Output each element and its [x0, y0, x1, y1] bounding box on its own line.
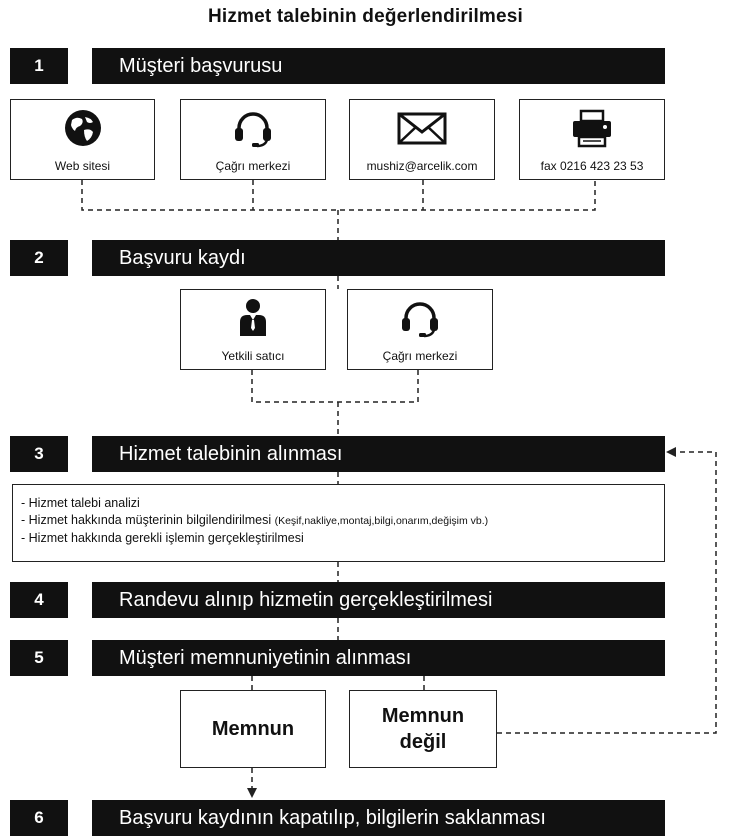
channel-email-card: mushiz@arcelik.com [349, 99, 495, 180]
step-3-label: Hizmet talebinin alınması [92, 436, 665, 472]
step-2-number: 2 [10, 240, 68, 276]
step-2-label: Başvuru kaydı [92, 240, 665, 276]
analysis-item-3: - Hizmet hakkında gerekli işlemin gerçek… [21, 531, 304, 545]
not-satisfied-label-line1: Memnun [381, 705, 465, 727]
registration-dealer-card: Yetkili satıcı [180, 289, 326, 370]
registration-call-center-label: Çağrı merkezi [382, 349, 458, 363]
registration-dealer-label: Yetkili satıcı [221, 349, 285, 363]
analysis-item-1: - Hizmet talebi analizi [21, 496, 140, 510]
person-icon [238, 298, 268, 338]
step-1-number: 1 [10, 48, 68, 84]
headset-icon [231, 108, 275, 148]
step-1-label: Müşteri başvurusu [92, 48, 665, 84]
envelope-icon [396, 108, 448, 148]
step-5-label: Müşteri memnuniyetinin alınması [92, 640, 665, 676]
registration-call-center-card: Çağrı merkezi [347, 289, 493, 370]
step-6-number: 6 [10, 800, 68, 836]
satisfied-label: Memnun [211, 718, 295, 740]
step-3-number: 3 [10, 436, 68, 472]
service-analysis-list: - Hizmet talebi analizi - Hizmet hakkınd… [12, 484, 665, 562]
not-satisfied-box: Memnun değil [349, 690, 497, 768]
headset-icon [398, 298, 442, 338]
analysis-item-2: - Hizmet hakkında müşterinin bilgilendir… [21, 512, 664, 530]
channel-fax-card: fax 0216 423 23 53 [519, 99, 665, 180]
globe-icon [63, 108, 103, 148]
channel-fax-label: fax 0216 423 23 53 [540, 159, 644, 173]
channel-web-label: Web sitesi [54, 159, 111, 173]
analysis-item-2-main: - Hizmet hakkında müşterinin bilgilendir… [21, 513, 272, 527]
step-6-label: Başvuru kaydının kapatılıp, bilgilerin s… [92, 800, 665, 836]
channel-call-center-label: Çağrı merkezi [215, 159, 291, 173]
satisfied-box: Memnun [180, 690, 326, 768]
diagram-title: Hizmet talebinin değerlendirilmesi [207, 6, 524, 27]
channel-web-card: Web sitesi [10, 99, 155, 180]
step-4-number: 4 [10, 582, 68, 618]
channel-call-center-card: Çağrı merkezi [180, 99, 326, 180]
channel-email-label: mushiz@arcelik.com [366, 159, 478, 173]
not-satisfied-label-line2: değil [399, 731, 447, 753]
analysis-item-2-detail: (Keşif,nakliye,montaj,bilgi,onarım,değiş… [274, 515, 489, 527]
step-5-number: 5 [10, 640, 68, 676]
step-4-label: Randevu alınıp hizmetin gerçekleştirilme… [92, 582, 665, 618]
fax-icon [568, 108, 616, 148]
